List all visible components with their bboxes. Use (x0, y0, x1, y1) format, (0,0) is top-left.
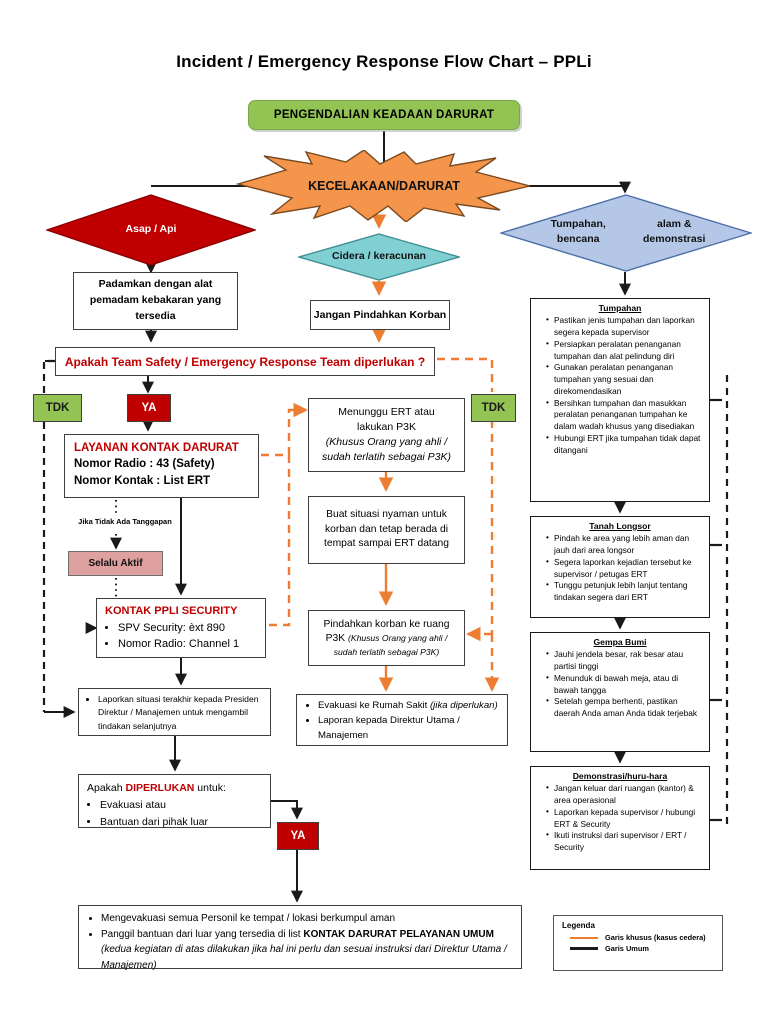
box-gempa-bumi: Gempa Bumi Jauhi jendela besar, rak besa… (530, 632, 710, 752)
box-tumpahan: Tumpahan Pastikan jenis tumpahan dan lap… (530, 298, 710, 502)
list-item: SPV Security: èxt 890 (118, 620, 257, 637)
legend-swatch-orange (570, 936, 598, 939)
list-item: Segera laporkan kejadian tersebut ke sup… (546, 556, 703, 581)
list-item: Bersihkan tumpahan dan masukkan peralata… (546, 397, 703, 433)
list-item: Jauhi jendela besar, rak besar atau part… (546, 648, 703, 673)
evakrs-item1-note: (jika diperlukan) (429, 700, 498, 711)
diamond-tumpahan-line1: Tumpahan, bencana (550, 217, 606, 245)
legend-entry-umum: Garis Umum (570, 944, 714, 953)
security-title: KONTAK PPLI SECURITY (105, 605, 238, 617)
list-item: Tunggu petunjuk lebih lanjut tentang tin… (546, 579, 703, 604)
page-title: Incident / Emergency Response Flow Chart… (176, 52, 592, 71)
demo-list: Jangan keluar dari ruangan (kantor) & ar… (537, 782, 703, 854)
list-item: Persiapkan peralatan penanganan tumpahan… (546, 338, 703, 363)
list-item: Gunakan peralatan penanganan tumpahan ya… (546, 361, 703, 397)
evakuasi-final-note: (kedua kegiatan di atas dilakukan jika h… (101, 944, 507, 971)
list-item: Laporan kepada Direktur Utama / Manajeme… (318, 714, 499, 744)
menunggu-note2: sudah terlatih sebagai P3K) (322, 450, 451, 463)
legend: Legenda Garis khusus (kasus cedera) Gari… (553, 915, 723, 971)
security-list: SPV Security: èxt 890 Nomor Radio: Chann… (105, 620, 257, 653)
list-item: Setelah gempa berhenti, pastikan daerah … (546, 695, 703, 720)
tumpahan-heading: Tumpahan (598, 303, 642, 313)
list-item: Laporkan situasi terakhir kepada Preside… (98, 693, 264, 733)
longsor-list: Pindah ke area yang lebih aman dan jauh … (537, 532, 703, 604)
diamond-cidera-keracunan (298, 233, 460, 281)
legend-swatch-black (570, 947, 598, 950)
label-jika-tidak-ada-tanggapan: Jika Tidak Ada Tanggapan (78, 517, 172, 526)
apakah-prefix: Apakah (87, 782, 126, 794)
box-selalu-aktif: Selalu Aktif (68, 551, 163, 576)
apakah-emphasis: DIPERLUKAN (125, 782, 195, 794)
evakuasi-final-list: Mengevakuasi semua Personil ke tempat / … (88, 911, 512, 942)
legend-entry-khusus: Garis khusus (kasus cedera) (570, 933, 714, 942)
box-apakah-diperlukan: Apakah DIPERLUKAN untuk: Evakuasi atau B… (78, 774, 271, 828)
legend-label-khusus: Garis khusus (kasus cedera) (605, 933, 706, 942)
legend-title: Legenda (562, 921, 595, 930)
list-item: Pindah ke area yang lebih aman dan jauh … (546, 532, 703, 557)
list-item: Mengevakuasi semua Personil ke tempat / … (101, 911, 512, 927)
box-decision-team-safety: Apakah Team Safety / Emergency Response … (55, 347, 435, 376)
chip-tdk-left[interactable]: TDK (33, 394, 82, 422)
chip-ya-left[interactable]: YA (127, 394, 171, 422)
list-item: Hubungi ERT jika tumpahan tidak dapat di… (546, 432, 703, 457)
apakah-list: Evakuasi atau Bantuan dari pihak luar (87, 797, 262, 831)
longsor-heading: Tanah Longsor (589, 521, 651, 531)
list-item: Laporkan kepada supervisor / hubungi ERT… (546, 806, 703, 831)
box-demonstrasi-huru-hara: Demonstrasi/huru-hara Jangan keluar dari… (530, 766, 710, 870)
diamond-tumpahan-line2: alam & demonstrasi (643, 217, 706, 245)
box-tanah-longsor: Tanah Longsor Pindah ke area yang lebih … (530, 516, 710, 618)
pindahkan-line2-note: (Khusus Orang yang ahli / (347, 632, 448, 643)
evak-item2-prefix: Panggil bantuan dari luar yang tersedia … (101, 928, 304, 940)
box-buat-situasi-nyaman: Buat situasi nyaman untuk korban dan tet… (308, 496, 465, 564)
box-menunggu-ert: Menunggu ERT atau lakukan P3K (Khusus Or… (308, 398, 465, 472)
box-kontak-ppli-security: KONTAK PPLI SECURITY SPV Security: èxt 8… (96, 598, 266, 658)
pindahkan-line3-note: sudah terlatih sebagai P3K) (333, 647, 440, 658)
burst-label: KECELAKAAN/DARURAT (308, 179, 460, 193)
header-box-pengendalian: PENGENDALIAN KEADAAN DARURAT (248, 100, 520, 130)
diamond-cidera-label: Cidera / keracunan (332, 250, 426, 263)
menunggu-line1: Menunggu ERT atau (338, 406, 435, 419)
evak-item2-bold: KONTAK DARURAT PELAYANAN UMUM (303, 928, 494, 940)
apakah-heading: Apakah DIPERLUKAN untuk: (87, 780, 262, 797)
box-padamkan: Padamkan dengan alat pemadam kebakaran y… (73, 272, 238, 330)
tumpahan-list: Pastikan jenis tumpahan dan laporkan seg… (537, 314, 703, 457)
list-item: Bantuan dari pihak luar (100, 814, 262, 831)
diamond-tumpahan-label: Tumpahan, bencana alam & demonstrasi (530, 208, 722, 256)
gempa-heading: Gempa Bumi (593, 637, 647, 647)
diamond-tumpahan-bencana (500, 194, 752, 272)
layanan-line2: Nomor Kontak : List ERT (74, 474, 211, 487)
box-pindahkan-korban-p3k: Pindahkan korban ke ruang P3K (Khusus Or… (308, 610, 465, 666)
gempa-list: Jauhi jendela besar, rak besar atau part… (537, 648, 703, 720)
legend-label-umum: Garis Umum (605, 944, 649, 953)
menunggu-line2: lakukan P3K (357, 421, 416, 434)
laporkan-list: Laporkan situasi terakhir kepada Preside… (85, 693, 264, 733)
box-jangan-pindahkan-korban: Jangan Pindahkan Korban (310, 300, 450, 330)
layanan-line1: Nomor Radio : 43 (Safety) (74, 458, 215, 471)
evakuasi-rs-list: Evakuasi ke Rumah Sakit (jika diperlukan… (305, 699, 499, 744)
list-item: Evakuasi atau (100, 797, 262, 814)
box-laporkan-situasi: Laporkan situasi terakhir kepada Preside… (78, 688, 271, 736)
list-item: Panggil bantuan dari luar yang tersedia … (101, 927, 512, 943)
list-item: Nomor Radio: Channel 1 (118, 636, 257, 653)
evakrs-item1-main: Evakuasi ke Rumah Sakit (318, 700, 430, 711)
chip-tdk-right[interactable]: TDK (471, 394, 516, 422)
demo-heading: Demonstrasi/huru-hara (572, 771, 668, 781)
menunggu-note1: (Khusus Orang yang ahli / (325, 436, 448, 448)
apakah-suffix: untuk: (194, 782, 226, 794)
pindahkan-line2-main: P3K (325, 632, 348, 644)
diamond-asap-api (46, 194, 256, 266)
box-evakuasi-rumah-sakit: Evakuasi ke Rumah Sakit (jika diperlukan… (296, 694, 508, 746)
diamond-asap-api-label: Asap / Api (125, 223, 177, 236)
list-item: Ikuti instruksi dari supervisor / ERT / … (546, 829, 703, 854)
list-item: Jangan keluar dari ruangan (kantor) & ar… (546, 782, 703, 807)
pindahkan-line1: Pindahkan korban ke ruang (323, 618, 450, 630)
box-layanan-kontak-darurat: LAYANAN KONTAK DARURAT Nomor Radio : 43 … (64, 434, 259, 498)
box-evakuasi-final: Mengevakuasi semua Personil ke tempat / … (78, 905, 522, 971)
list-item: Pastikan jenis tumpahan dan laporkan seg… (546, 314, 703, 339)
layanan-title: LAYANAN KONTAK DARURAT (74, 442, 239, 454)
chip-ya-bottom[interactable]: YA (277, 822, 319, 850)
list-item: Menunduk di bawah meja, atau di bawah ta… (546, 672, 703, 697)
burst-kecelakaan-darurat (235, 150, 531, 222)
list-item: Evakuasi ke Rumah Sakit (jika diperlukan… (318, 699, 499, 714)
